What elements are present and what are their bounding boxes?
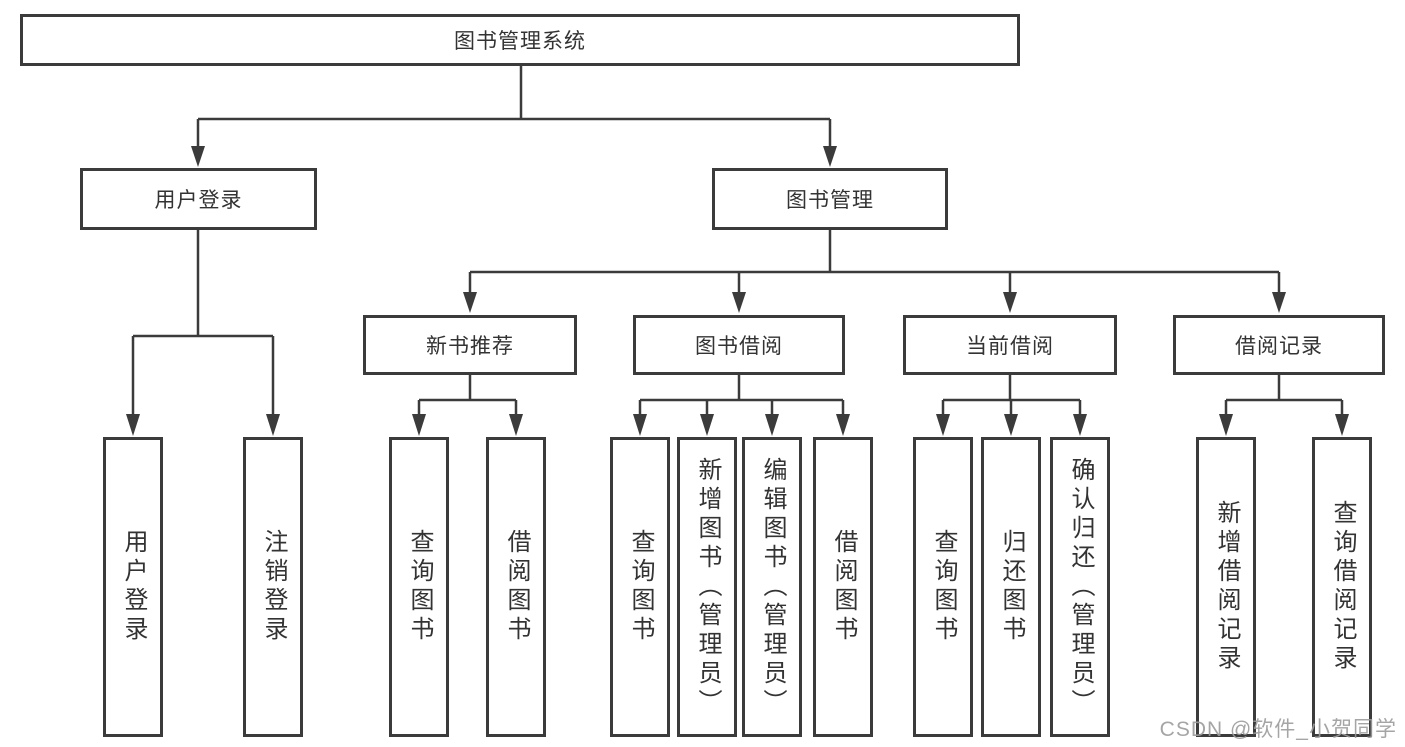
leaf-add-book-admin: 新增图书（管理员）: [677, 437, 737, 737]
leaf-query-books-recommend-label: 查询图书: [406, 529, 433, 645]
leaf-query-borrow-record-label: 查询借阅记录: [1329, 500, 1356, 674]
node-new-book-recommendation: 新书推荐: [363, 315, 577, 375]
leaf-query-borrow-record: 查询借阅记录: [1312, 437, 1372, 737]
node-user-login: 用户登录: [80, 168, 317, 230]
leaf-confirm-return-admin-label: 确认归还（管理员）: [1067, 456, 1094, 718]
leaf-return-books-label: 归还图书: [998, 529, 1025, 645]
watermark: CSDN @软件_小贺同学: [1159, 718, 1397, 741]
leaf-add-borrow-record-label: 新增借阅记录: [1213, 500, 1240, 674]
leaf-borrow-books-recommend: 借阅图书: [486, 437, 546, 737]
leaf-logout-label: 注销登录: [260, 529, 287, 645]
leaf-user-login: 用户登录: [103, 437, 163, 737]
leaf-query-books-current: 查询图书: [913, 437, 973, 737]
leaf-borrow-books-borrowing: 借阅图书: [813, 437, 873, 737]
leaf-confirm-return-admin: 确认归还（管理员）: [1050, 437, 1110, 737]
node-library-management-system: 图书管理系统: [20, 14, 1020, 66]
leaf-edit-book-admin: 编辑图书（管理员）: [742, 437, 802, 737]
leaf-add-book-admin-label: 新增图书（管理员）: [694, 456, 721, 718]
node-book-borrowing: 图书借阅: [633, 315, 845, 375]
leaf-return-books: 归还图书: [981, 437, 1041, 737]
node-current-borrowing: 当前借阅: [903, 315, 1117, 375]
leaf-add-borrow-record: 新增借阅记录: [1196, 437, 1256, 737]
leaf-query-books-borrowing-label: 查询图书: [627, 529, 654, 645]
leaf-query-books-current-label: 查询图书: [930, 529, 957, 645]
leaf-query-books-recommend: 查询图书: [389, 437, 449, 737]
node-book-management: 图书管理: [712, 168, 948, 230]
leaf-edit-book-admin-label: 编辑图书（管理员）: [759, 456, 786, 718]
node-borrowing-records: 借阅记录: [1173, 315, 1385, 375]
leaf-logout: 注销登录: [243, 437, 303, 737]
leaf-borrow-books-borrowing-label: 借阅图书: [830, 529, 857, 645]
leaf-query-books-borrowing: 查询图书: [610, 437, 670, 737]
leaf-borrow-books-recommend-label: 借阅图书: [503, 529, 530, 645]
leaf-user-login-label: 用户登录: [120, 529, 147, 645]
